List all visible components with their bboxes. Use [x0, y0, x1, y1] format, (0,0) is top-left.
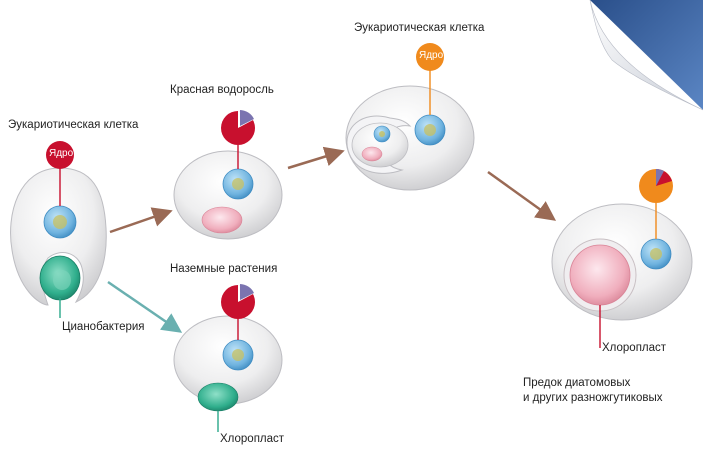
genome-pie-diatom: [639, 169, 673, 203]
nucleus-marker-top: [416, 43, 444, 71]
label-diatom-line2: и других разножгутиковых: [523, 392, 663, 404]
label-nucleus: Ядро: [49, 148, 74, 159]
label-nucleus-top: Ядро: [419, 50, 444, 61]
label-chloroplast-plants: Хлоропласт: [220, 433, 285, 445]
label-chloroplast-diatom: Хлоропласт: [602, 342, 667, 354]
genome-pie-red-alga: [221, 110, 255, 145]
engulfed-chloroplast: [361, 146, 383, 162]
eukaryotic-cell-left: [10, 141, 107, 318]
label-eukaryote-left: Эукариотическая клетка: [8, 119, 139, 131]
land-plant-cell: [173, 284, 283, 432]
eukaryotic-cell-top: [345, 43, 475, 191]
page-curl-corner: [589, 0, 703, 111]
chloroplast-diatom: [569, 244, 631, 306]
chloroplast-red-alga: [201, 206, 243, 234]
label-eukaryote-top: Эукариотическая клетка: [354, 22, 485, 34]
nucleus-marker-left: [46, 141, 74, 169]
arrow-to-diatom-ancestor: [487, 170, 557, 221]
chloroplast-land-plant: [197, 382, 239, 412]
label-land-plants: Наземные растения: [170, 263, 278, 275]
label-diatom-line1: Предок диатомовых: [523, 377, 631, 389]
genome-pie-land-plant: [221, 284, 255, 319]
label-red-alga: Красная водоросль: [170, 84, 274, 96]
arrow-to-land-plants: [107, 280, 183, 333]
diatom-ancestor-cell: [551, 169, 693, 348]
arrow-to-red-alga: [109, 207, 173, 234]
red-alga-cell: [173, 110, 283, 240]
label-cyanobacterium: Цианобактерия: [62, 321, 145, 333]
arrow-to-secondary-host: [287, 146, 345, 170]
